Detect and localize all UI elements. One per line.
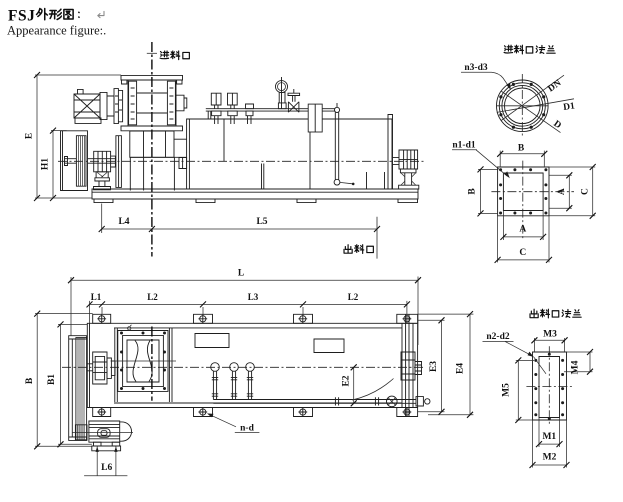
dim-H1: H1 bbox=[41, 158, 51, 170]
valve-gear-motor bbox=[73, 88, 124, 125]
dim-M3: M3 bbox=[543, 330, 557, 340]
header: FSJ Appearance figure:. bbox=[7, 8, 106, 38]
inlet-port-label bbox=[159, 50, 190, 61]
top-pipework bbox=[205, 77, 355, 186]
bolt-note-n3d3: n3-d3 bbox=[464, 63, 487, 73]
plan-view: L L1 L2 L3 L2 B B1 E2 E3 E4 L6 bbox=[25, 269, 474, 477]
inlet-flange-square-detail: B B A C A C n1-d1 bbox=[452, 141, 597, 264]
dim-L2b: L2 bbox=[348, 292, 359, 302]
dim-D: D bbox=[551, 119, 562, 131]
dim-B: B bbox=[25, 377, 35, 384]
machine-base bbox=[91, 188, 419, 204]
dim-E3: E3 bbox=[429, 361, 439, 372]
machine-shell bbox=[186, 114, 393, 190]
dim-L: L bbox=[238, 269, 244, 279]
weld-mark bbox=[127, 324, 132, 331]
dim-L6: L6 bbox=[101, 463, 112, 473]
inlet-flange-round-detail: n3-d3 DN D1 D bbox=[461, 44, 576, 138]
dim-L2a: L2 bbox=[147, 292, 158, 302]
plan-tail-bearing bbox=[400, 351, 422, 381]
dim-B-left: B bbox=[468, 188, 478, 195]
bolt-note-nd: n-d bbox=[240, 424, 254, 434]
inlet-square-dimensions: B B A C A C n1-d1 bbox=[452, 141, 597, 264]
dim-E: E bbox=[25, 133, 35, 139]
dim-A-bottom: A bbox=[519, 225, 526, 235]
dim-L5: L5 bbox=[256, 217, 267, 227]
dim-B-top: B bbox=[518, 143, 525, 153]
plan-piping bbox=[210, 362, 431, 408]
outlet-flange-title bbox=[529, 308, 582, 319]
side-view-dimensions: E H1 L4 L5 bbox=[25, 71, 381, 233]
dim-L4: L4 bbox=[118, 217, 129, 227]
dim-L3: L3 bbox=[248, 292, 259, 302]
dim-M5: M5 bbox=[502, 383, 512, 397]
inlet-flange-title bbox=[503, 44, 556, 55]
outlet-port-label bbox=[343, 244, 374, 255]
plan-head-bearing bbox=[92, 328, 173, 402]
plan-view-dimensions: L L1 L2 L3 L2 B B1 E2 E3 E4 L6 bbox=[25, 269, 474, 477]
page-title-latin: FSJ bbox=[8, 8, 35, 25]
globe-valve bbox=[287, 89, 301, 113]
bolt-note-n2d2: n2-d2 bbox=[486, 332, 509, 342]
outlet-chute-curve bbox=[351, 378, 394, 401]
inlet-square-bolts bbox=[499, 168, 548, 215]
dim-E2: E2 bbox=[342, 375, 352, 386]
dim-C-bottom: C bbox=[519, 248, 526, 258]
outlet-flange-detail: M3 M4 M5 M1 M2 n2-d2 bbox=[482, 308, 594, 469]
return-mark-icon bbox=[97, 10, 105, 19]
page-subtitle: Appearance figure:. bbox=[7, 24, 106, 38]
dim-L1: L1 bbox=[91, 292, 102, 302]
dim-B1: B1 bbox=[47, 374, 57, 385]
page-title-cjk bbox=[35, 7, 80, 21]
inspection-window bbox=[110, 330, 176, 392]
tail-bearing bbox=[392, 149, 420, 190]
bolt-note-n1d1: n1-d1 bbox=[452, 141, 475, 151]
dim-M1: M1 bbox=[542, 432, 556, 442]
mounting-bolt-symbols bbox=[97, 314, 412, 417]
dim-C-right: C bbox=[580, 188, 590, 195]
outlet-flange-dimensions: M3 M4 M5 M1 M2 n2-d2 bbox=[482, 330, 594, 469]
hand-hole-covers bbox=[194, 333, 345, 353]
plan-body bbox=[86, 313, 419, 417]
dim-M2: M2 bbox=[543, 453, 557, 463]
drive-motor bbox=[72, 420, 133, 452]
dim-D1: D1 bbox=[563, 101, 576, 113]
drive-housing bbox=[129, 156, 188, 191]
inlet-flange-bolts bbox=[499, 82, 546, 129]
outlet-flange-bolts bbox=[534, 352, 565, 421]
dim-E4: E4 bbox=[456, 363, 466, 374]
belt-pulley-drive bbox=[60, 130, 122, 191]
dim-DN: DN bbox=[546, 78, 563, 94]
side-elevation-view: E H1 L4 L5 bbox=[25, 42, 424, 259]
dim-A-right: A bbox=[557, 188, 567, 195]
rotary-valve-feeder bbox=[120, 74, 188, 158]
dim-M4: M4 bbox=[571, 360, 581, 374]
